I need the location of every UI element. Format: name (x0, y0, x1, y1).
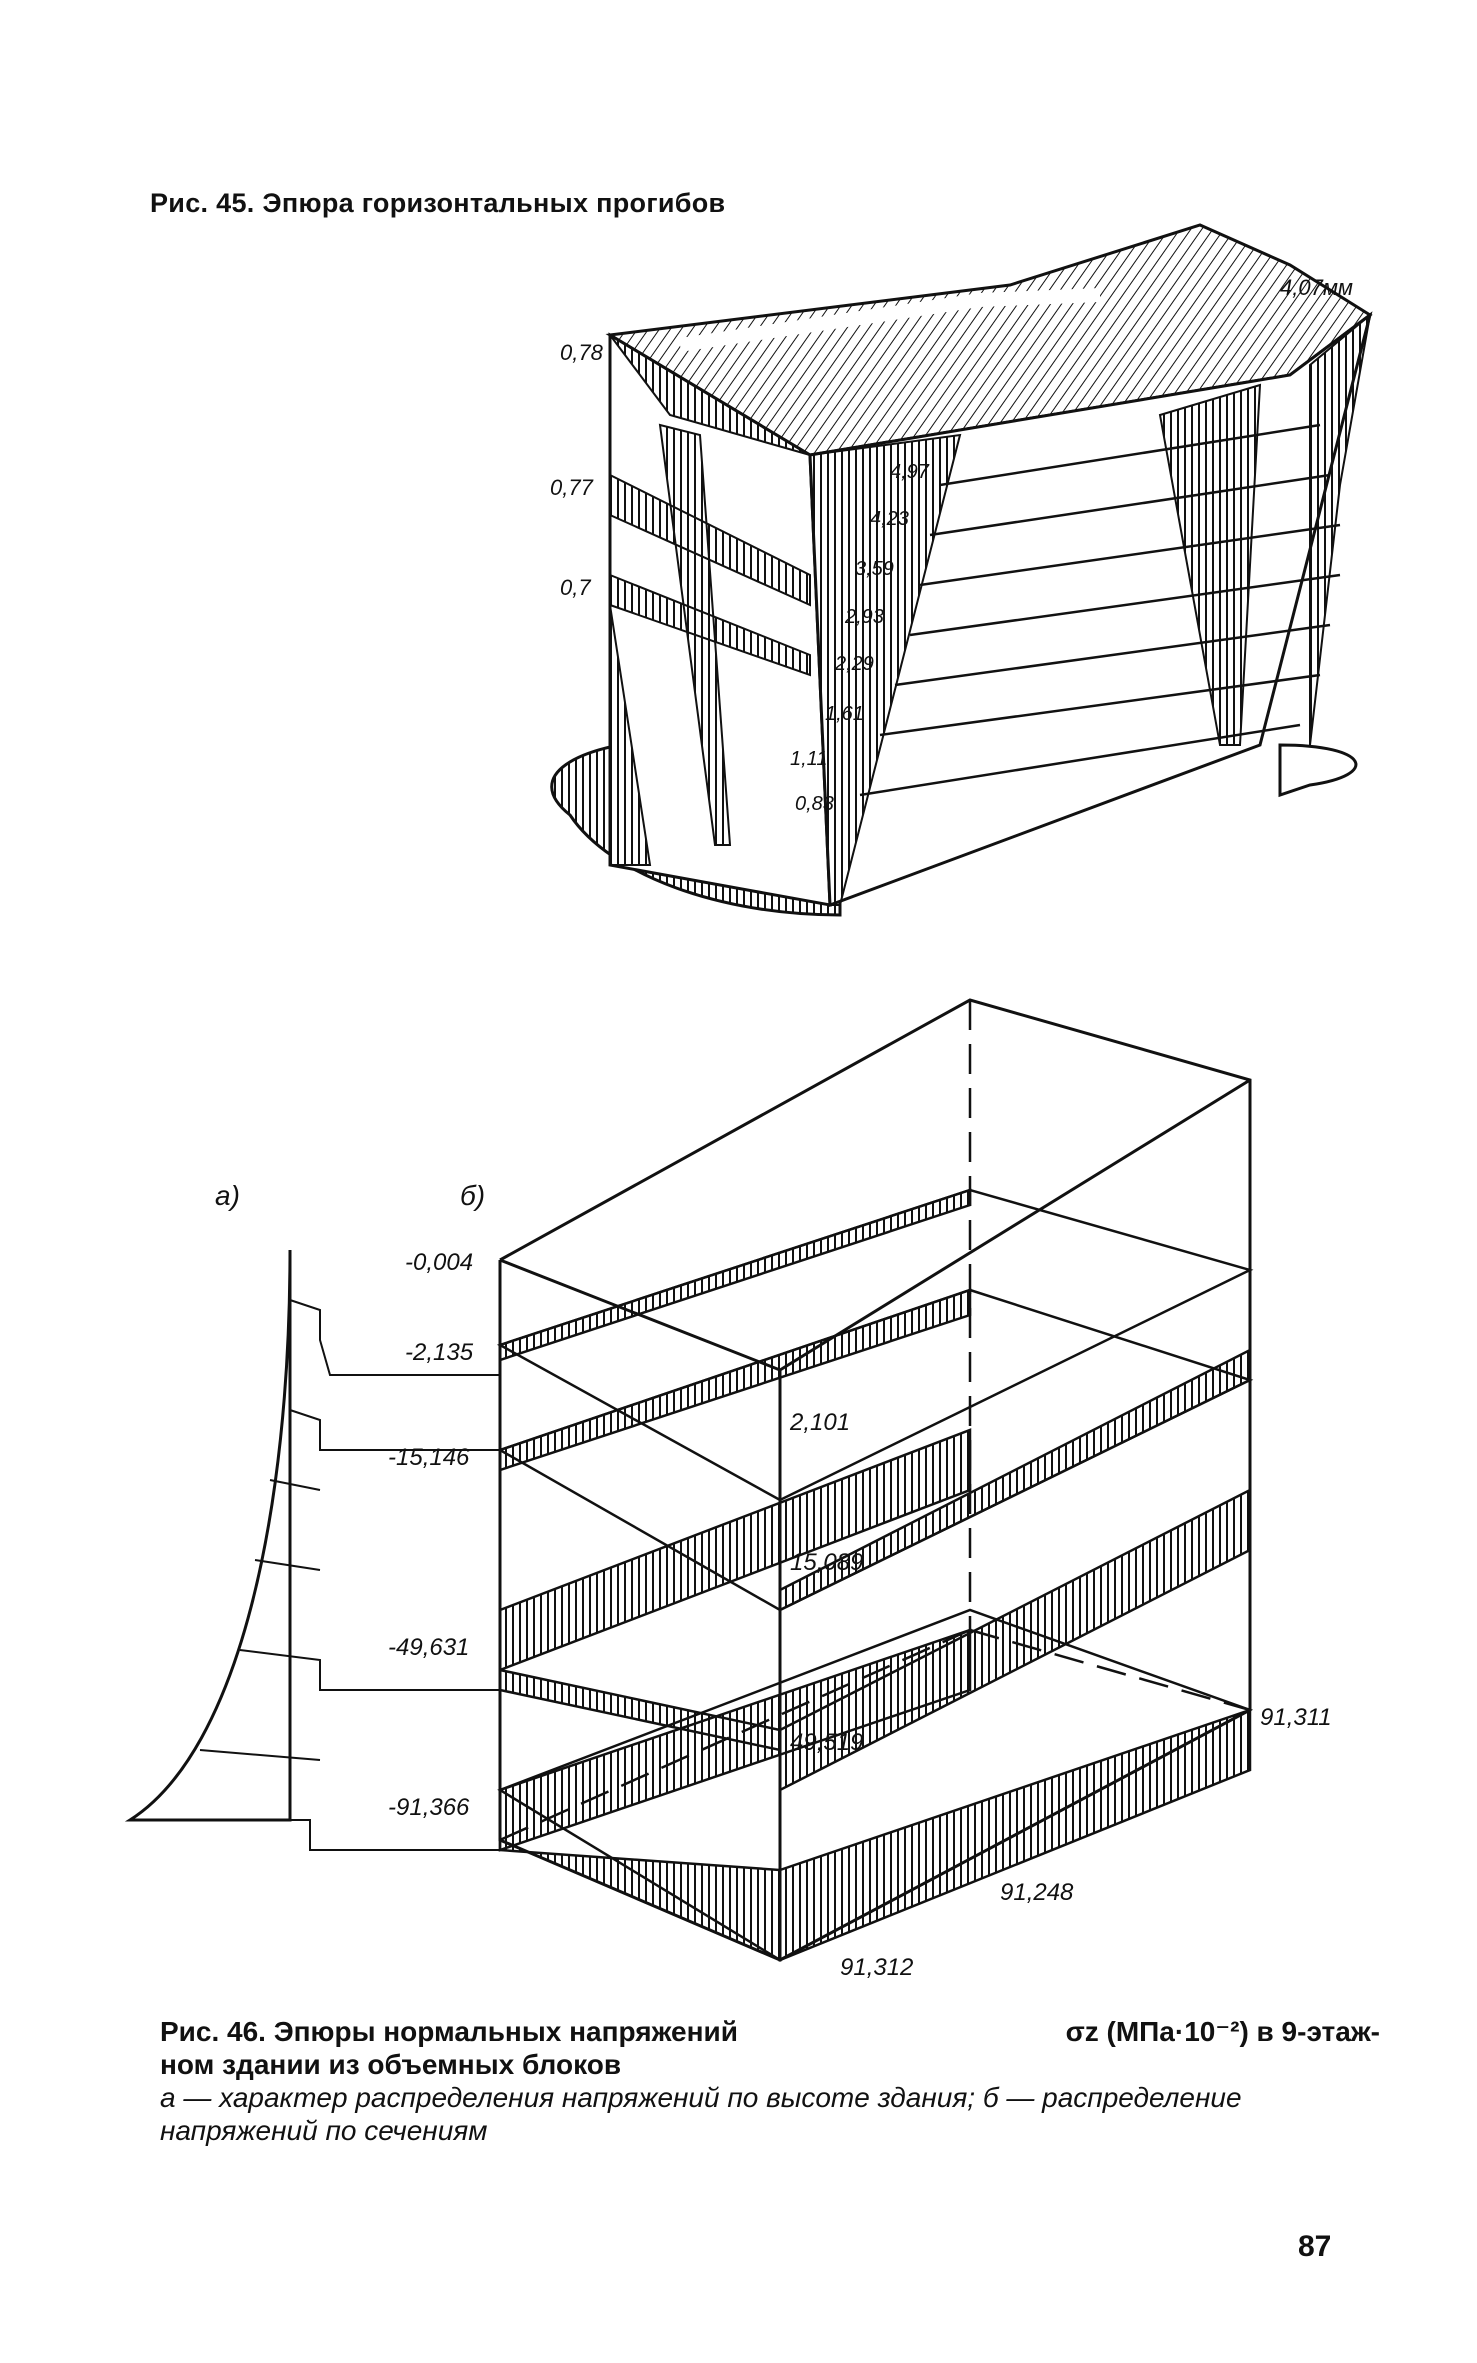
caption-description: а — характер распределения напряжений по… (160, 2082, 1242, 2146)
deflection-3: 2,93 (844, 606, 884, 628)
deflection-0: 4,97 (890, 461, 930, 483)
deflection-7: 0,83 (795, 793, 834, 815)
stress-right-1: 91,248 (1000, 1879, 1074, 1906)
stress-left-1: -2,135 (405, 1339, 474, 1366)
stress-center-0: 2,101 (789, 1409, 850, 1436)
top-deflection-label: 4,07мм (1280, 275, 1353, 300)
caption-continuation: ном здании из объемных блоков (160, 2049, 622, 2080)
stress-height-curve (124, 1249, 292, 1822)
caption-title: Рис. 46. Эпюры нормальных напряжений (160, 2016, 738, 2047)
page-number: 87 (1298, 2230, 1332, 2263)
figure-46-caption: Рис. 46. Эпюры нормальных напряжений σz … (160, 2015, 1380, 2147)
part-b-label: б) (460, 1180, 485, 1211)
deflection-6: 1,11 (790, 748, 827, 770)
left-value-1: 0,77 (550, 475, 594, 500)
figure-45-title: Рис. 45. Эпюра горизонтальных прогибов (150, 188, 726, 218)
deflection-4: 2,29 (834, 653, 874, 675)
stress-right-2: 91,312 (840, 1954, 913, 1981)
figure-45-diagram: 4,07мм 0,78 0,77 0,7 4,97 4,23 3,59 2,93… (550, 223, 1373, 917)
stress-left-2: -15,146 (388, 1444, 470, 1471)
figure-46-diagram: а) б) (124, 998, 1332, 1981)
deflection-5: 1,61 (825, 703, 864, 725)
stress-center-1: 15,089 (790, 1549, 863, 1576)
stress-center-2: 49,519 (790, 1729, 863, 1756)
stress-left-3: -49,631 (388, 1634, 469, 1661)
part-a-label: а) (215, 1180, 240, 1211)
left-value-2: 0,7 (560, 575, 591, 600)
stress-right-0: 91,311 (1260, 1704, 1332, 1731)
deflection-2: 3,59 (855, 558, 894, 580)
left-value-0: 0,78 (560, 340, 604, 365)
stress-left-0: -0,004 (405, 1249, 473, 1276)
deflection-1: 4,23 (870, 508, 909, 530)
stress-left-4: -91,366 (388, 1794, 470, 1821)
caption-formula: σz (МПа·10⁻²) в 9-этаж- (1065, 2016, 1380, 2047)
